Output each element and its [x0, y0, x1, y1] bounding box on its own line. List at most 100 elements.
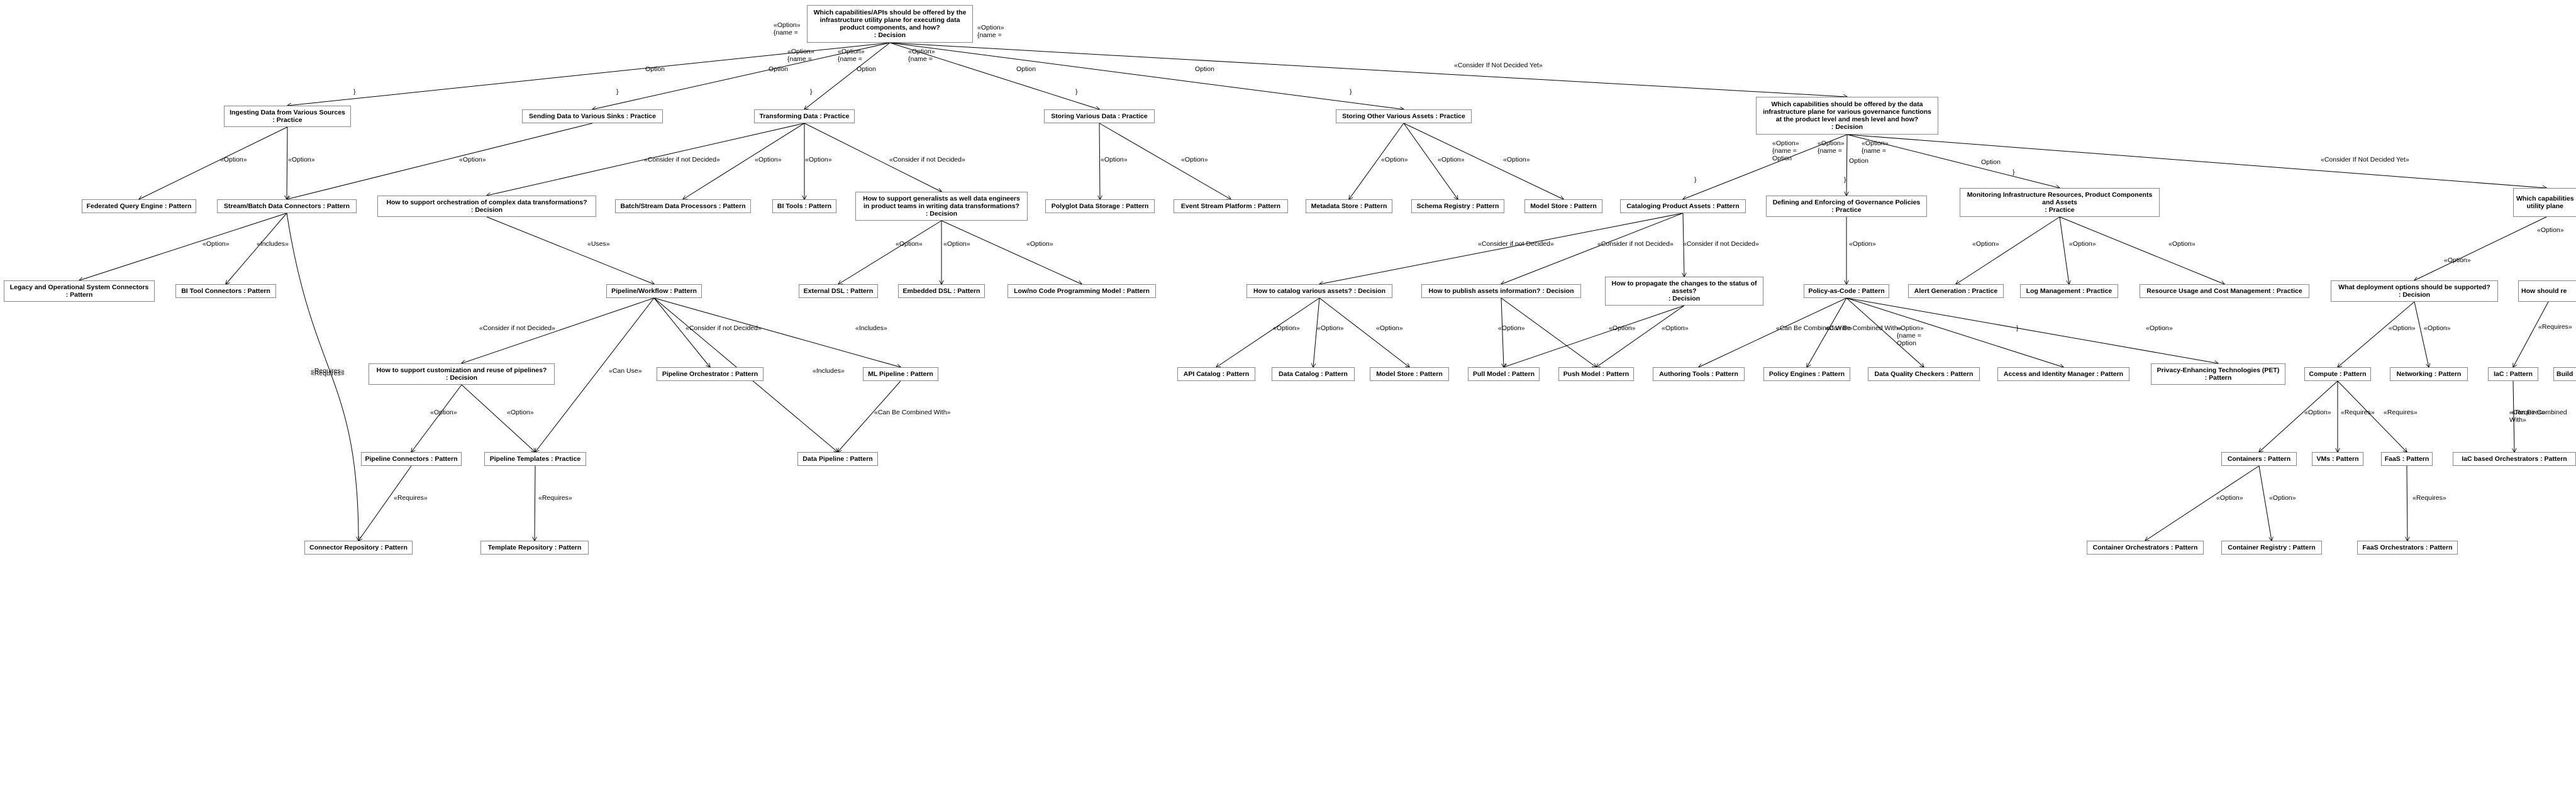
edge-propq-to-pullm — [1504, 305, 1685, 367]
node-pipeline-connectors[interactable]: Pipeline Connectors : Pattern — [361, 452, 462, 466]
node-storing-various-data[interactable]: Storing Various Data : Practice — [1044, 109, 1155, 123]
node-alert-generation[interactable]: Alert Generation : Practice — [1908, 284, 2004, 298]
edge-label: «Option» — [1376, 324, 1403, 332]
node-model-store[interactable]: Model Store : Pattern — [1524, 199, 1602, 213]
edge-catq-to-datacat — [1313, 297, 1320, 367]
edge-label: «Option» — [2069, 240, 2096, 248]
node-connector-repository[interactable]: Connector Repository : Pattern — [304, 541, 413, 555]
edge-orchq-to-pipeline — [486, 216, 654, 284]
edge-label: «Consider if not Decided» — [1597, 240, 1674, 248]
node-polyglot-storage[interactable]: Polyglot Data Storage : Pattern — [1045, 199, 1155, 213]
edge-label: «Option» — [1498, 324, 1525, 332]
node-containers[interactable]: Containers : Pattern — [2221, 452, 2297, 466]
node-ingesting-data[interactable]: Ingesting Data from Various Sources : Pr… — [224, 106, 351, 127]
edge-sbconn-to-connrepo — [286, 213, 358, 541]
edge-label: «Option» {name = — [1862, 140, 1889, 155]
node-container-orchestrators[interactable]: Container Orchestrators : Pattern — [2087, 541, 2204, 555]
node-sending-data[interactable]: Sending Data to Various Sinks : Practice — [522, 109, 663, 123]
node-compute[interactable]: Compute : Pattern — [2304, 367, 2371, 381]
node-data-quality-checkers[interactable]: Data Quality Checkers : Pattern — [1868, 367, 1980, 381]
edge-label: «Requires» — [394, 494, 428, 502]
node-which-capabilities-partial[interactable]: Which capabilities utility plane — [2513, 188, 2576, 217]
node-monitoring-infrastructure[interactable]: Monitoring Infrastructure Resources, Pro… — [1960, 188, 2160, 217]
node-event-stream-platform[interactable]: Event Stream Platform : Pattern — [1174, 199, 1288, 213]
edge-label: «Consider if not Decided» — [686, 324, 762, 332]
node-build-partial[interactable]: Build — [2553, 367, 2576, 381]
edge-label: «Requires» — [2538, 323, 2572, 331]
node-stream-batch-connectors[interactable]: Stream/Batch Data Connectors : Pattern — [217, 199, 357, 213]
edge-label: «Option» {name = — [838, 48, 865, 63]
edge-label: «Consider if not Decided» — [644, 156, 720, 163]
node-faas[interactable]: FaaS : Pattern — [2381, 452, 2433, 466]
node-defining-governance[interactable]: Defining and Enforcing of Governance Pol… — [1766, 196, 1927, 217]
node-policy-engines[interactable]: Policy Engines : Pattern — [1763, 367, 1850, 381]
node-lowcode-model[interactable]: Low/no Code Programming Model : Pattern — [1008, 284, 1156, 298]
node-customization-decision[interactable]: How to support customization and reuse o… — [369, 363, 555, 385]
edge-label: «Can Be Combined With» — [1825, 324, 1902, 332]
node-data-pipeline[interactable]: Data Pipeline : Pattern — [797, 452, 878, 466]
edge-label: Option — [769, 65, 788, 73]
node-propagate-decision[interactable]: How to propagate the changes to the stat… — [1605, 277, 1763, 306]
node-root-decision[interactable]: Which capabilities/APIs should be offere… — [807, 5, 973, 43]
node-catalog-decision[interactable]: How to catalog various assets? : Decisio… — [1246, 284, 1392, 298]
edge-label: «Option» — [1026, 240, 1053, 248]
node-privacy-enhancing-tech[interactable]: Privacy-Enhancing Technologies (PET) : P… — [2151, 363, 2285, 385]
edge-label: «Option» — [2424, 324, 2451, 332]
node-iac-orchestrators[interactable]: IaC based Orchestrators : Pattern — [2453, 452, 2576, 466]
node-iac[interactable]: IaC : Pattern — [2488, 367, 2538, 381]
node-bi-tool-connectors[interactable]: BI Tool Connectors : Pattern — [175, 284, 276, 298]
node-embedded-dsl[interactable]: Embedded DSL : Pattern — [898, 284, 985, 298]
edge-label: «Includes» — [813, 367, 845, 375]
node-orchestration-decision[interactable]: How to support orchestration of complex … — [377, 196, 596, 217]
edge-label: «Option» — [2168, 240, 2196, 248]
node-model-store-catalog[interactable]: Model Store : Pattern — [1370, 367, 1449, 381]
node-pull-model[interactable]: Pull Model : Pattern — [1468, 367, 1540, 381]
node-container-registry[interactable]: Container Registry : Pattern — [2221, 541, 2322, 555]
edge-label: «Option» — [220, 156, 247, 163]
node-how-should-partial[interactable]: How should re — [2518, 280, 2576, 302]
node-vms[interactable]: VMs : Pattern — [2312, 452, 2363, 466]
node-publish-decision[interactable]: How to publish assets information? : Dec… — [1421, 284, 1581, 298]
edge-transform-to-bsproc — [683, 123, 805, 199]
node-template-repository[interactable]: Template Repository : Pattern — [480, 541, 589, 555]
edge-label: «Requires» — [2341, 409, 2375, 416]
edge-label: «Option» — [2389, 324, 2416, 332]
edge-label: } — [1075, 88, 1078, 96]
node-deployment-decision[interactable]: What deployment options should be suppor… — [2331, 280, 2498, 302]
edge-deployq-to-networking — [2414, 301, 2429, 367]
edge-sbconn-to-biconn — [226, 213, 287, 284]
node-generalists-decision[interactable]: How to support generalists as well data … — [855, 192, 1028, 221]
node-log-management[interactable]: Log Management : Practice — [2020, 284, 2118, 298]
edge-gov-to-defgov — [1846, 134, 1847, 196]
node-resource-usage[interactable]: Resource Usage and Cost Management : Pra… — [2140, 284, 2309, 298]
node-push-model[interactable]: Push Model : Pattern — [1558, 367, 1634, 381]
node-authoring-tools[interactable]: Authoring Tools : Pattern — [1653, 367, 1745, 381]
node-federated-query-engine[interactable]: Federated Query Engine : Pattern — [82, 199, 196, 213]
node-pipeline-templates[interactable]: Pipeline Templates : Practice — [484, 452, 586, 466]
edge-storeother-to-schemareg — [1403, 123, 1458, 199]
node-ml-pipeline[interactable]: ML Pipeline : Pattern — [863, 367, 938, 381]
node-batch-stream-processors[interactable]: Batch/Stream Data Processors : Pattern — [615, 199, 751, 213]
node-schema-registry[interactable]: Schema Registry : Pattern — [1411, 199, 1504, 213]
node-pipeline-workflow[interactable]: Pipeline/Workflow : Pattern — [606, 284, 702, 298]
edge-label: «Option» {name = — [908, 48, 935, 63]
node-metadata-store[interactable]: Metadata Store : Pattern — [1306, 199, 1392, 213]
node-data-catalog[interactable]: Data Catalog : Pattern — [1272, 367, 1355, 381]
edge-label: «Consider if not Decided» — [1683, 240, 1759, 248]
node-access-identity-manager[interactable]: Access and Identity Manager : Pattern — [1997, 367, 2129, 381]
edge-containers-to-contreg — [2258, 465, 2272, 541]
node-pipeline-orchestrator[interactable]: Pipeline Orchestrator : Pattern — [657, 367, 763, 381]
node-legacy-connectors[interactable]: Legacy and Operational System Connectors… — [4, 280, 155, 302]
edge-monitor-to-logmgmt — [2059, 216, 2069, 284]
node-governance-decision[interactable]: Which capabilities should be offered by … — [1756, 97, 1938, 135]
node-faas-orchestrators[interactable]: FaaS Orchestrators : Pattern — [2357, 541, 2458, 555]
node-api-catalog[interactable]: API Catalog : Pattern — [1177, 367, 1255, 381]
node-cataloging-product-assets[interactable]: Cataloging Product Assets : Pattern — [1620, 199, 1746, 213]
node-storing-other-assets[interactable]: Storing Other Various Assets : Practice — [1336, 109, 1472, 123]
node-policy-as-code[interactable]: Policy-as-Code : Pattern — [1804, 284, 1889, 298]
node-networking[interactable]: Networking : Pattern — [2390, 367, 2468, 381]
edge-genq-to-lowcode — [941, 220, 1082, 284]
node-transforming-data[interactable]: Transforming Data : Practice — [754, 109, 855, 123]
node-external-dsl[interactable]: External DSL : Pattern — [799, 284, 878, 298]
node-bi-tools[interactable]: BI Tools : Pattern — [772, 199, 836, 213]
